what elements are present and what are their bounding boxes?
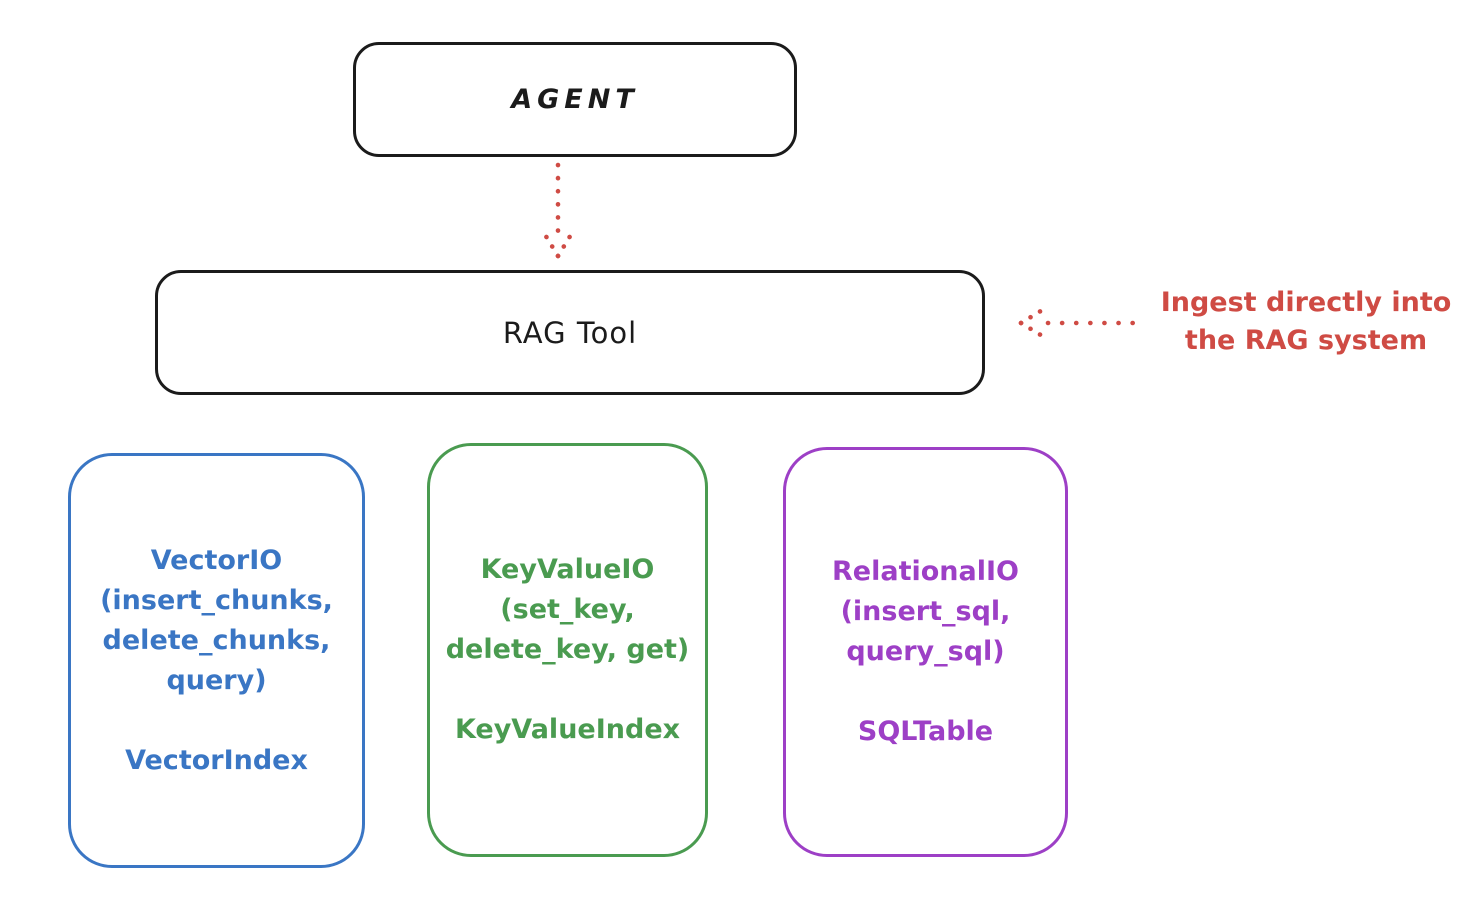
agent-label: AGENT (511, 84, 639, 115)
keyvalue-io-title: KeyValueIO (480, 554, 655, 585)
relational-io-methods-line-1: (insert_sql, (840, 596, 1011, 627)
backend-box-keyvalue-io: KeyValueIO (set_key, delete_key, get) Ke… (427, 443, 708, 857)
rag-tool-label: RAG Tool (502, 315, 638, 350)
keyvalue-index-label: KeyValueIndex (454, 714, 681, 745)
vector-io-methods-line-2: delete_chunks, (102, 624, 331, 656)
backend-box-vector-io: VectorIO (insert_chunks, delete_chunks, … (68, 453, 365, 868)
agent-box: AGENT (353, 42, 797, 157)
sql-table-label: SQLTable (857, 716, 994, 747)
arrow-agent-to-ragtool (541, 162, 575, 259)
annotation-ingest-note: Ingest directly into the RAG system (1138, 284, 1474, 360)
relational-io-methods-line-2: query_sql) (846, 636, 1005, 667)
relational-io-title: RelationalIO (832, 556, 1019, 587)
rag-tool-box: RAG Tool (155, 270, 985, 395)
arrow-annotation-to-ragtool (1018, 306, 1139, 340)
vector-io-methods-line-3: query) (166, 664, 267, 696)
keyvalue-io-methods-line-1: (set_key, (500, 594, 635, 625)
vector-index-label: VectorIndex (125, 744, 308, 776)
annotation-line-2: the RAG system (1184, 325, 1428, 356)
vector-io-title: VectorIO (150, 544, 283, 576)
backend-box-relational-io: RelationalIO (insert_sql, query_sql) SQL… (783, 447, 1068, 857)
vector-io-methods-line-1: (insert_chunks, (100, 584, 333, 616)
keyvalue-io-methods-line-2: delete_key, get) (445, 634, 690, 665)
annotation-line-1: Ingest directly into (1160, 287, 1452, 318)
